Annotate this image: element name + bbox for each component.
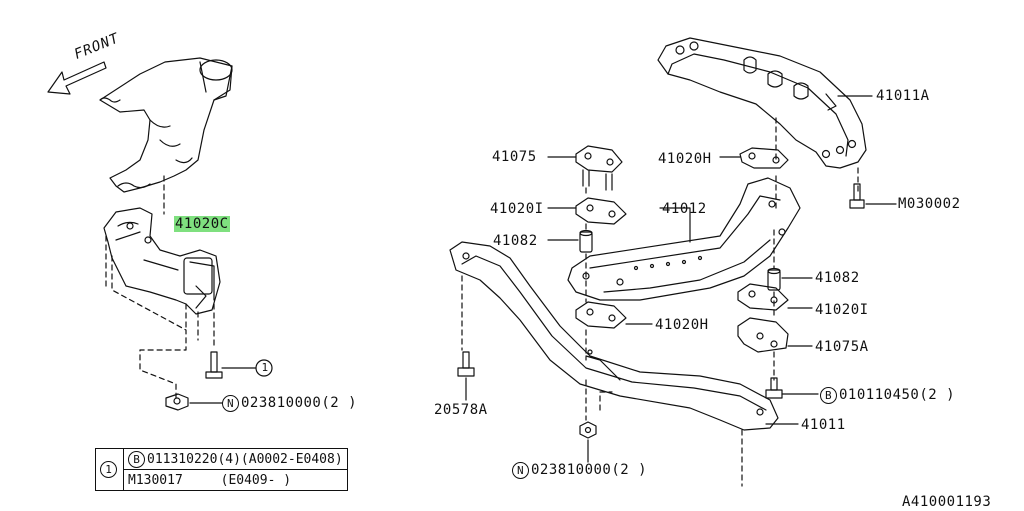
spec-row-2-range: (E0409- ) <box>220 472 292 488</box>
table-row: M130017 (E0409- ) <box>96 469 348 491</box>
spec-row-2[interactable]: M130017 (E0409- ) <box>123 469 348 491</box>
nut-left <box>165 393 223 411</box>
plate-41020I-right <box>737 283 789 311</box>
part-label-41075A[interactable]: 41075A <box>815 339 869 355</box>
part-label-41020I-right[interactable]: 41020I <box>815 302 869 318</box>
nut-symbol-icon: N <box>222 395 239 412</box>
spec-row-2-part[interactable]: M130017 <box>128 472 183 488</box>
bolt-M030002 <box>849 183 897 209</box>
plate-41020H-top <box>739 147 789 169</box>
plate-41075 <box>575 145 623 191</box>
part-label-41020H-top[interactable]: 41020H <box>658 151 712 167</box>
transmission-housing <box>99 57 233 193</box>
part-label-41020I-left[interactable]: 41020I <box>490 201 544 217</box>
plate-41075A <box>737 317 789 353</box>
front-arrow-icon <box>47 61 107 95</box>
diagram-id: A410001193 <box>902 494 992 510</box>
part-label-20578A[interactable]: 20578A <box>434 402 488 418</box>
highlighted-part-number[interactable]: 41020C <box>174 216 230 232</box>
part-label-41020H-mid[interactable]: 41020H <box>655 317 709 333</box>
mount-bracket <box>103 207 221 315</box>
bolt-20578A <box>457 351 475 401</box>
callout-1[interactable]: 1 <box>261 361 269 374</box>
spacer-41082-left <box>579 229 593 253</box>
nut-bottom-number[interactable]: 023810000(2 ) <box>531 462 648 478</box>
ref-circle: 1 <box>100 461 117 478</box>
crossmember-41011 <box>449 241 779 431</box>
crossmember-41011A <box>657 37 867 169</box>
nut-left-number[interactable]: 023810000(2 ) <box>241 395 358 411</box>
part-label-41012[interactable]: 41012 <box>662 201 707 217</box>
spec-ref: 1 <box>95 448 124 491</box>
part-label-M030002[interactable]: M030002 <box>898 196 961 212</box>
assembly-lines-left <box>105 175 215 399</box>
bolt-b-number[interactable]: 010110450(2 ) <box>839 387 956 403</box>
part-label-41011[interactable]: 41011 <box>801 417 846 433</box>
plate-41020H-mid <box>575 301 627 329</box>
spec-row-1-text[interactable]: 011310220(4)(A0002-E0408) <box>147 451 343 467</box>
nut-bottom <box>579 421 597 463</box>
bolt-left <box>205 351 273 379</box>
part-label-41020C[interactable]: 41020C <box>174 216 230 232</box>
bolt-symbol-icon: B <box>820 387 837 404</box>
part-label-41082-right[interactable]: 41082 <box>815 270 860 286</box>
bolt-symbol-icon: B <box>128 450 145 468</box>
part-label-41011A[interactable]: 41011A <box>876 88 930 104</box>
nut-symbol-icon: N <box>512 462 529 479</box>
leader-41012 <box>659 207 691 243</box>
part-label-41075[interactable]: 41075 <box>492 149 537 165</box>
bolt-010110450 <box>765 377 819 399</box>
part-label-41082-left[interactable]: 41082 <box>493 233 538 249</box>
assembly-lines-right-lower <box>461 187 775 487</box>
plate-41020I-left <box>575 197 627 225</box>
bracket-41012 <box>567 177 801 301</box>
